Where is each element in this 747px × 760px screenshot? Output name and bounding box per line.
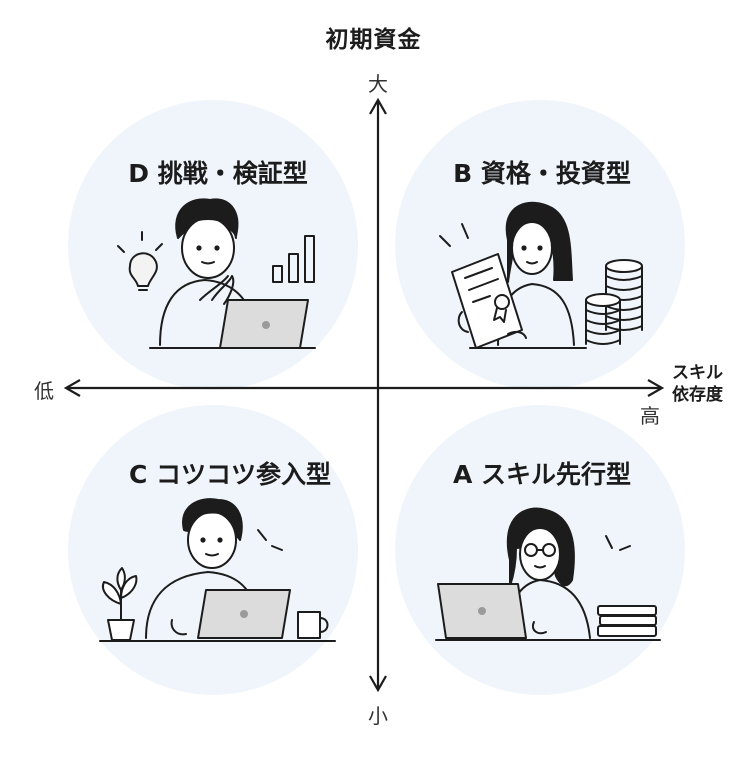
quadrant-a-title: A スキル先行型 <box>392 455 692 491</box>
skilled-woman-illustration <box>506 507 631 639</box>
laptop-icon <box>219 299 309 349</box>
quadrant-c-letter: C <box>128 460 148 489</box>
quadrant-b-name: 資格・投資型 <box>480 159 631 188</box>
quadrant-d-letter: D <box>128 159 150 188</box>
coin-stack-icon <box>585 259 643 345</box>
x-axis-title-line2: 依存度 <box>672 385 723 405</box>
quadrant-c-name: コツコツ参入型 <box>156 460 332 489</box>
quadrant-a-name: スキル先行型 <box>481 460 632 489</box>
quadrant-b-letter: B <box>453 159 473 188</box>
y-axis-top-label: 大 <box>368 72 388 96</box>
certificate-person-illustration <box>439 201 587 349</box>
quadrant-d-name: 挑戦・検証型 <box>157 159 308 188</box>
book-stack-icon <box>597 605 657 637</box>
lightbulb-icon <box>117 231 163 291</box>
mug-icon <box>297 611 329 639</box>
quadrant-b-title: B 資格・投資型 <box>392 154 692 190</box>
laptop-icon <box>437 583 527 639</box>
certificate-icon <box>451 253 527 349</box>
diagram-title: 初期資金 <box>325 27 422 53</box>
laptop-icon <box>197 589 291 639</box>
bar-chart-icon <box>272 235 315 283</box>
quadrant-a-letter: A <box>452 460 473 489</box>
quadrant-c-title: C コツコツ参入型 <box>80 455 380 491</box>
y-axis-bottom-label: 小 <box>368 704 388 728</box>
quadrant-d-title: D 挑戦・検証型 <box>68 154 368 190</box>
x-axis-left-label: 低 <box>34 379 54 403</box>
x-axis-title: スキル 依存度 <box>672 362 723 406</box>
plant-icon <box>102 567 138 641</box>
x-axis-title-line1: スキル <box>672 363 723 383</box>
x-axis-right-label: 高 <box>640 404 660 428</box>
